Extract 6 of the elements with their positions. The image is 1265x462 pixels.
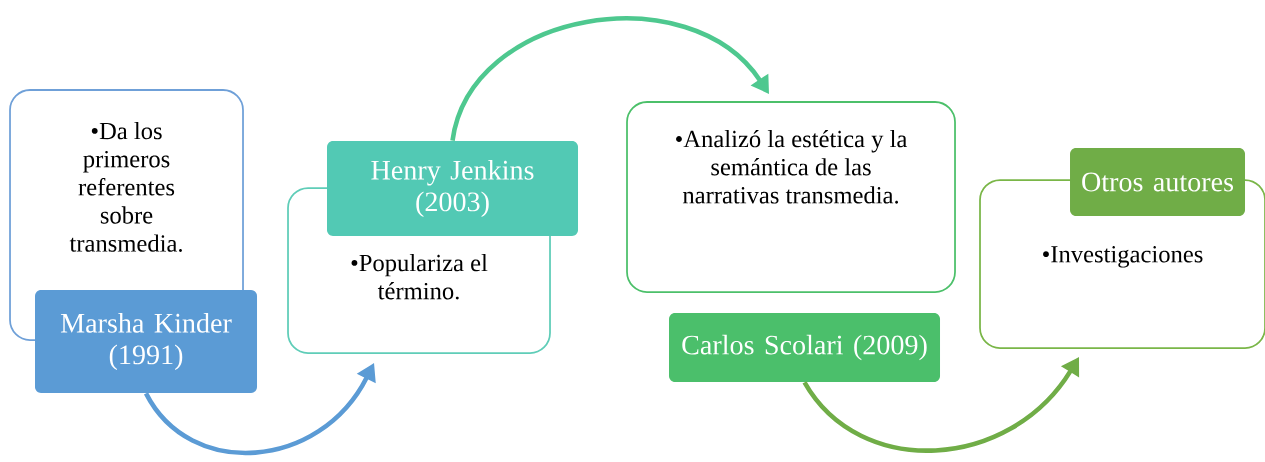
name-box: Otros autores [1070, 148, 1245, 216]
name-box: Marsha Kinder (1991) [35, 290, 257, 393]
text-card: •Analizó la estética y la semántica de las narrativas transmedia. [626, 101, 956, 293]
name-box: Carlos Scolari (2009) [669, 313, 940, 382]
curved-arrow [450, 16, 769, 142]
name-box: Henry Jenkins (2003) [327, 141, 578, 236]
